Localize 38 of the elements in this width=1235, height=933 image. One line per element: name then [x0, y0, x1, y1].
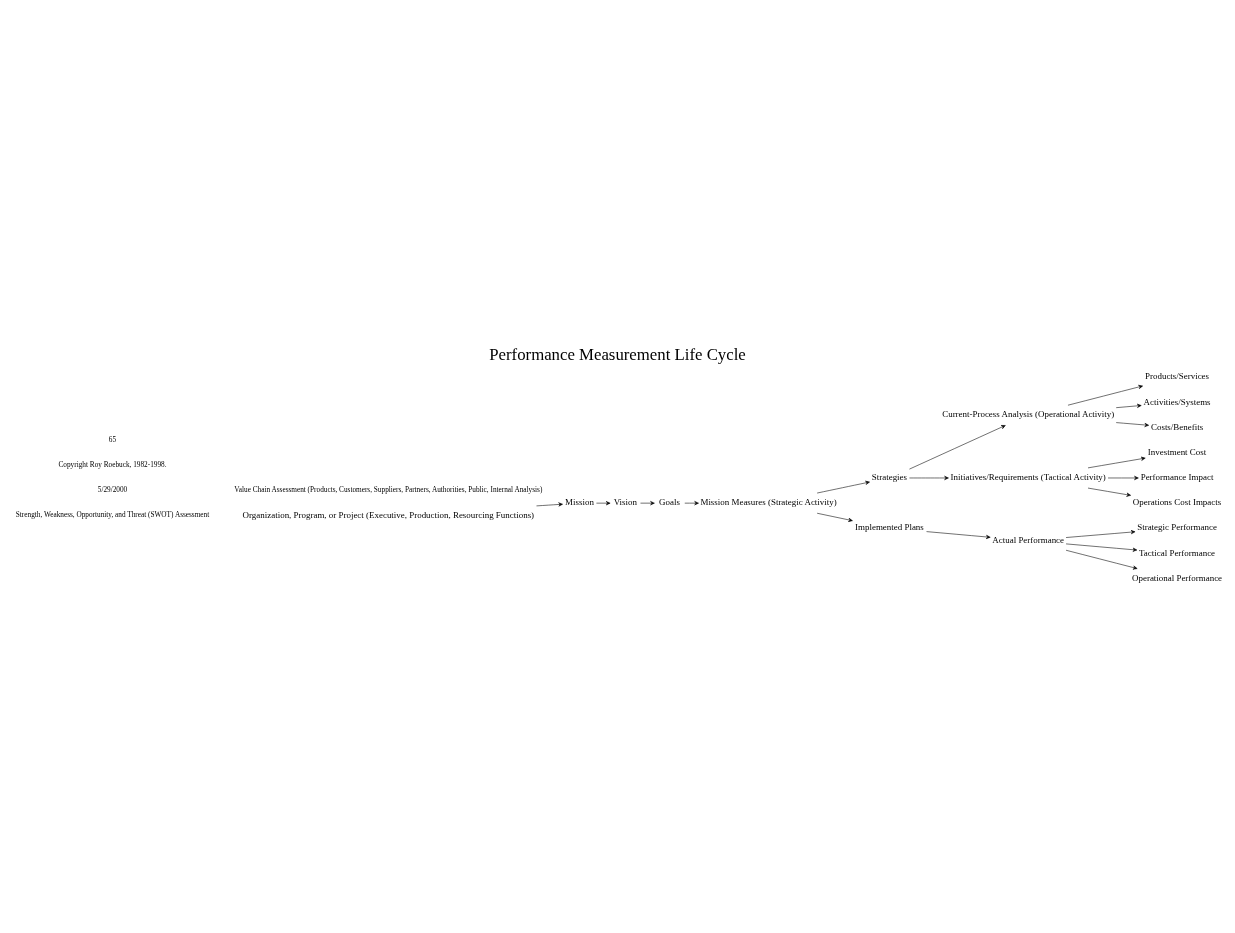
- node-text: Actual Performance: [992, 534, 1065, 545]
- node-text: Costs/Benefits: [1150, 421, 1204, 432]
- arrow: [1067, 384, 1143, 406]
- arrow: [596, 501, 611, 506]
- arrow: [1065, 543, 1138, 552]
- node-text: Mission Measures (Strategic Activity): [700, 497, 837, 508]
- arrow: [909, 475, 949, 480]
- arrow: [909, 425, 1006, 470]
- node-text: Goals: [659, 497, 680, 508]
- node-text: Investment Cost: [1147, 446, 1207, 457]
- node-text: Initiatives/Requirements (Tactical Activity): [950, 472, 1106, 483]
- arrow: [1115, 422, 1149, 427]
- node-text: Performance Impact: [1140, 472, 1214, 483]
- diagram-title: Performance Measurement Life Cycle: [489, 344, 746, 364]
- node-text: Operations Cost Impacts: [1132, 497, 1222, 508]
- node-text: Activities/Systems: [1143, 396, 1211, 407]
- node-text: Current-Process Analysis (Operational Activity): [942, 409, 1115, 420]
- arrow: [684, 501, 699, 506]
- arrow: [640, 501, 655, 506]
- arrow: [1087, 487, 1131, 497]
- arrow: [816, 480, 870, 494]
- node-text: Strategies: [871, 472, 908, 483]
- node-text: Strategic Performance: [1137, 522, 1217, 533]
- node-text: Products/Services: [1145, 371, 1210, 382]
- arrow: [816, 512, 853, 522]
- arrow: [1107, 475, 1139, 480]
- arrow: [1065, 549, 1138, 570]
- node-text: Mission: [565, 497, 594, 508]
- node-text: Organization, Program, or Project (Executive, Production, Resourcing Functions): [242, 509, 535, 520]
- node-text: Tactical Performance: [1139, 547, 1216, 558]
- arrow: [926, 531, 991, 539]
- arrow: [1065, 530, 1136, 538]
- node-text: Operational Performance: [1132, 572, 1223, 583]
- arrow: [1087, 456, 1146, 469]
- node-text: Vision: [613, 497, 637, 508]
- arrow: [1115, 403, 1142, 408]
- node-text: Implemented Plans: [855, 522, 924, 533]
- arrow: [536, 502, 563, 507]
